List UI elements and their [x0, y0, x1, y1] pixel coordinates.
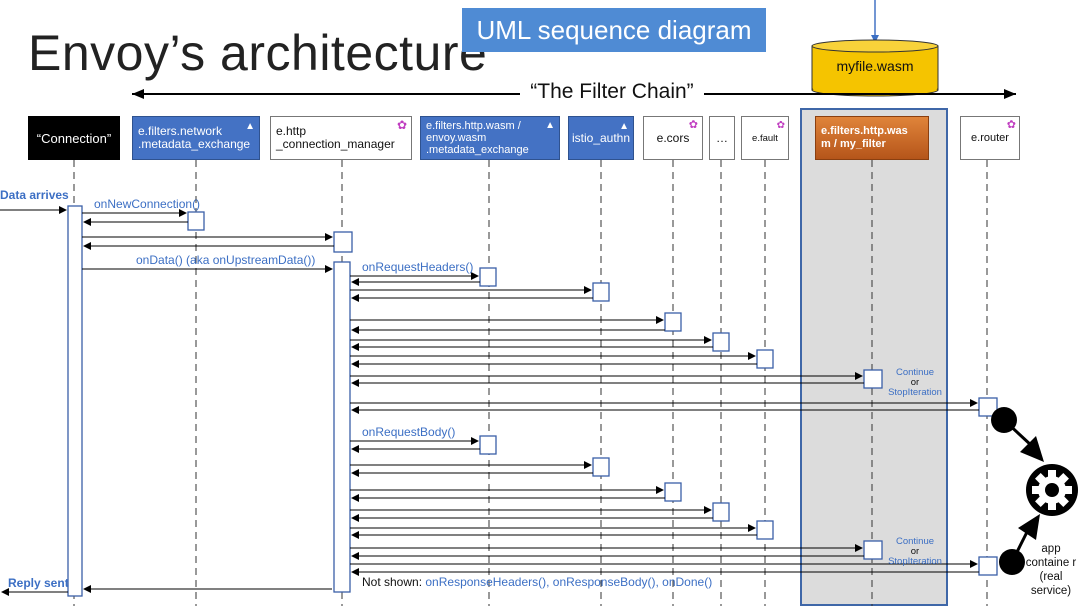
app-container-label: app containe r (real service) [1025, 543, 1077, 597]
activation-bars [67, 205, 998, 597]
diagram-type-banner: UML sequence diagram [462, 8, 766, 52]
on-data-label: onData() (aka onUpstreamData()) [136, 253, 316, 267]
stop-iteration-text: StopIteration [888, 556, 942, 567]
or-text: or [910, 377, 920, 388]
cloud-icon: ✿ [688, 119, 698, 131]
on-request-body-label: onRequestBody() [362, 425, 456, 439]
participant-http-connection-manager: e.http _connection_manager ✿ [270, 116, 412, 160]
participant-cors: e.cors ✿ [643, 116, 703, 160]
continue-or-stop-label: Continue or StopIteration [884, 537, 946, 567]
data-arrives-label: Data arrives [0, 188, 69, 202]
reply-sent-label: Reply sent [8, 576, 69, 590]
participant-label: e.cors [656, 130, 690, 145]
router-to-app-arrows [991, 407, 1044, 575]
participant-label: e.filters.network .metadata_exchange [138, 124, 251, 151]
filter-chain-label: “The Filter Chain” [520, 80, 704, 104]
participant-router: e.router ✿ [960, 116, 1020, 160]
not-shown-prefix: Not shown: [362, 575, 426, 589]
message-arrows [0, 206, 979, 596]
participant-wasm-metadata-exchange: e.filters.http.wasm / envoy.wasm .metada… [420, 116, 560, 160]
sail-icon: ▲ [245, 121, 255, 132]
wasm-file-label: myfile.wasm [836, 58, 914, 74]
participant-label: e.router [971, 131, 1009, 144]
participant-fault: e.fault ✿ [741, 116, 789, 160]
participant-ellipsis: … [709, 116, 735, 160]
participant-connection: “Connection” [28, 116, 120, 160]
participant-label: e.fault [752, 132, 778, 144]
my-filter-highlight-region [800, 108, 948, 606]
on-request-headers-label: onRequestHeaders() [362, 260, 474, 274]
participant-label: e.http _connection_manager [276, 124, 395, 151]
cloud-icon: ✿ [396, 118, 407, 132]
continue-text: Continue [895, 367, 935, 378]
stop-iteration-text: StopIteration [888, 387, 942, 398]
not-shown-calls: onResponseHeaders(), onResponseBody(), o… [425, 575, 713, 589]
cloud-icon: ✿ [776, 120, 785, 131]
participant-label: e.filters.http.wasm / envoy.wasm .metada… [426, 120, 529, 156]
participant-label: … [716, 130, 728, 145]
participant-label: e.filters.http.was m / my_filter [821, 125, 908, 150]
page-title: Envoy’s architecture [28, 25, 488, 81]
sail-icon: ▲ [619, 121, 629, 132]
sail-icon: ▲ [545, 120, 555, 131]
not-shown-note: Not shown: onResponseHeaders(), onRespon… [362, 575, 712, 589]
continue-text: Continue [895, 536, 935, 547]
participant-label: “Connection” [36, 130, 112, 146]
participant-network-metadata-exchange: e.filters.network .metadata_exchange ▲ [132, 116, 260, 160]
participant-istio-authn: istio_authn ▲ [568, 116, 634, 160]
participant-my-filter: e.filters.http.was m / my_filter [815, 116, 929, 160]
continue-or-stop-label: Continue or StopIteration [884, 368, 946, 398]
gear-icon [1026, 464, 1078, 516]
cloud-icon: ✿ [1006, 119, 1016, 131]
or-text: or [910, 546, 920, 557]
on-new-connection-label: onNewConnection() [94, 197, 201, 211]
participant-label: istio_authn [571, 130, 631, 145]
